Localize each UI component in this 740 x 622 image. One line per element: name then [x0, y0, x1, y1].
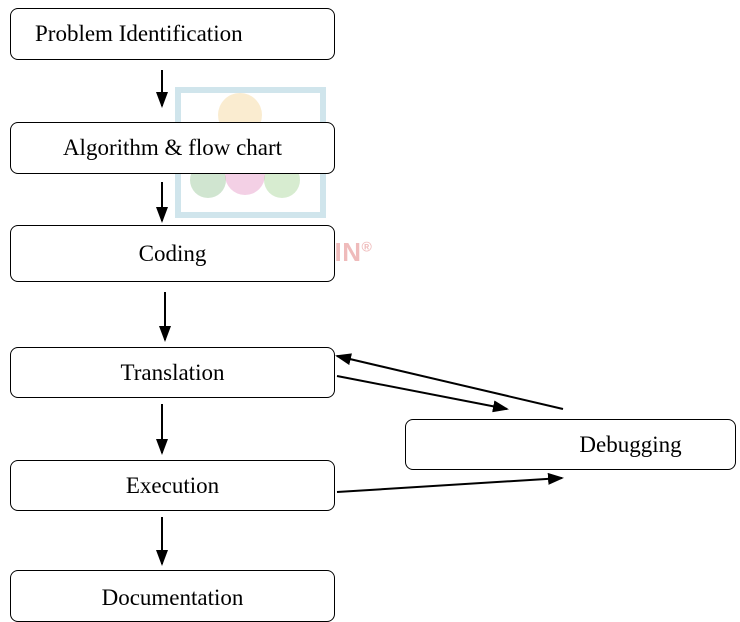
step-documentation: Documentation [10, 570, 335, 622]
step-label: Algorithm & flow chart [62, 135, 283, 160]
step-coding: Coding [10, 225, 335, 282]
step-translation: Translation [10, 347, 335, 398]
step-label: Coding [138, 240, 207, 266]
step-label: Execution [125, 472, 220, 498]
arrow-execution-to-debugging [336, 472, 564, 493]
step-label: Debugging [579, 431, 682, 457]
step-execution: Execution [10, 460, 335, 511]
step-label: Problem Identification [35, 21, 243, 46]
step-algorithm-flowchart: Algorithm & flow chart [10, 122, 335, 174]
arrow-translation-to-debugging [336, 375, 509, 413]
step-label: Documentation [101, 585, 244, 610]
step-debugging: Debugging [405, 419, 736, 470]
arrow-debugging-to-translation [335, 353, 564, 410]
step-label: Translation [120, 359, 225, 385]
step-problem-identification: Problem Identification [10, 8, 335, 60]
